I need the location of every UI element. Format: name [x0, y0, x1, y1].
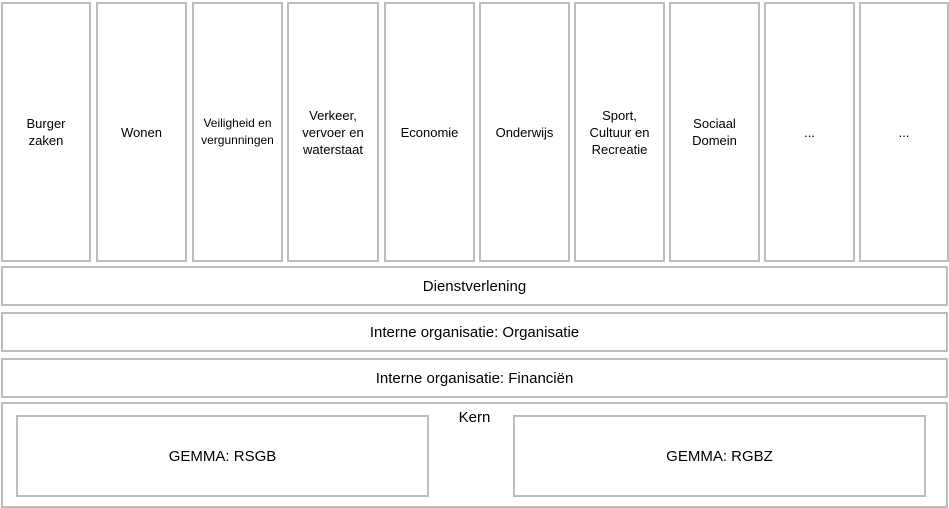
domain-sociaal-domein: Sociaal Domein — [669, 2, 760, 262]
layer-organisatie: Interne organisatie: Organisatie — [1, 312, 948, 352]
domain-label: Onderwijs — [495, 124, 554, 140]
domain-label: ... — [804, 124, 815, 140]
domain-label: Economie — [400, 124, 459, 140]
domain-label: Sport, Cultuur en Recreatie — [589, 107, 650, 157]
layer-financien: Interne organisatie: Financiën — [1, 358, 948, 398]
domain-label: Verkeer, vervoer en waterstaat — [302, 107, 364, 157]
layer-label: Interne organisatie: Organisatie — [369, 323, 580, 341]
domain-wonen: Wonen — [96, 2, 187, 262]
domain-veiligheid: Veiligheid en vergunningen — [192, 2, 283, 262]
domain-sport-cultuur-recreatie: Sport, Cultuur en Recreatie — [574, 2, 665, 262]
gemma-rsgb-box: GEMMA: RSGB — [16, 415, 429, 497]
domain-label: Sociaal Domein — [692, 116, 737, 148]
gemma-rsgb-label: GEMMA: RSGB — [168, 447, 277, 465]
layer-label: Dienstverlening — [422, 277, 527, 295]
domain-label: ... — [898, 124, 910, 140]
domain-economie: Economie — [384, 2, 475, 262]
domain-label: Wonen — [121, 124, 162, 140]
domain-onderwijs: Onderwijs — [479, 2, 570, 262]
layer-label: Interne organisatie: Financiën — [375, 369, 574, 387]
domain-placeholder-1: ... — [764, 2, 855, 262]
gemma-rgbz-box: GEMMA: RGBZ — [513, 415, 926, 497]
domain-label: Burger zaken — [26, 116, 66, 148]
layer-dienstverlening: Dienstverlening — [1, 266, 948, 306]
gemma-rgbz-label: GEMMA: RGBZ — [666, 447, 773, 465]
domain-placeholder-2: ... — [859, 2, 949, 262]
kern-label: Kern — [458, 409, 491, 426]
domain-burgerzaken: Burger zaken — [1, 2, 91, 262]
domain-verkeer: Verkeer, vervoer en waterstaat — [287, 2, 379, 262]
layer-kern: Kern GEMMA: RSGB GEMMA: RGBZ — [1, 402, 948, 508]
domain-label: Veiligheid en vergunningen — [201, 116, 274, 147]
